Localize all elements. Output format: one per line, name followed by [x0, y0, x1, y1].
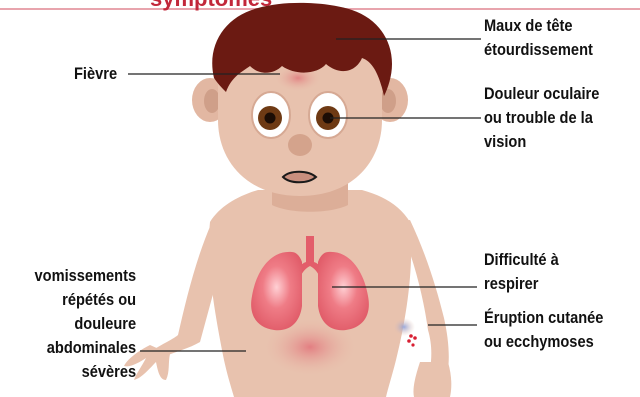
- right-ear-inner: [380, 89, 396, 113]
- nose: [288, 134, 312, 156]
- left-eye: [252, 92, 290, 138]
- label-headache: Maux de tête étourdissement: [484, 14, 593, 62]
- right-eye: [309, 92, 347, 138]
- head-group: [192, 3, 408, 196]
- label-breathing: Difficulté à respirer: [484, 248, 559, 296]
- label-eye-pain: Douleur oculaire ou trouble de la vision: [484, 82, 599, 154]
- label-vomiting: vomissements répétés ou douleure abdomin…: [34, 264, 136, 384]
- mouth: [283, 172, 316, 183]
- left-ear-inner: [204, 89, 220, 113]
- rash-dots: [407, 334, 417, 346]
- label-rash: Éruption cutanée ou ecchymoses: [484, 306, 603, 354]
- right-hand: [413, 362, 451, 397]
- bruise: [393, 318, 415, 336]
- label-fever: Fièvre: [74, 62, 117, 86]
